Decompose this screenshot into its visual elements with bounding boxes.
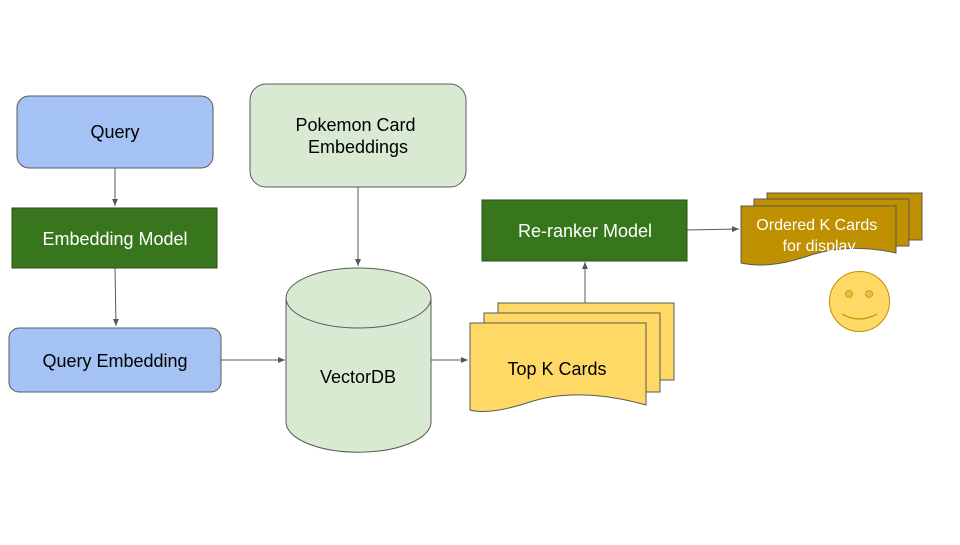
vectordb-cylinder-body bbox=[285, 298, 432, 453]
query-embedding-label: Query Embedding bbox=[42, 351, 187, 371]
smiley-face-circle bbox=[829, 271, 890, 332]
query-embedding-node: Query Embedding bbox=[8, 327, 222, 393]
vectordb-cylinder-top bbox=[285, 267, 432, 329]
ordered-cards-label: Ordered K Cards for display bbox=[756, 217, 881, 255]
card-embeddings-line2: Embeddings bbox=[308, 137, 408, 157]
vectordb-node: VectorDB bbox=[285, 267, 432, 453]
smiley-right-eye bbox=[865, 290, 873, 298]
top-k-cards-front-sheet bbox=[469, 322, 647, 413]
top-k-cards-node: Top K Cards bbox=[469, 302, 675, 413]
card-embeddings-label: Pokemon Card Embeddings bbox=[295, 115, 420, 157]
query-label: Query bbox=[90, 122, 139, 142]
query-node: Query bbox=[16, 95, 214, 169]
smiley-left-eye bbox=[845, 290, 853, 298]
card-embeddings-line1: Pokemon Card bbox=[295, 115, 415, 135]
card-embeddings-box bbox=[249, 83, 467, 188]
reranker-model-label: Re-ranker Model bbox=[518, 221, 652, 241]
connectors bbox=[112, 168, 740, 363]
embedding-model-label: Embedding Model bbox=[42, 229, 187, 249]
ordered-cards-node: Ordered K Cards for display bbox=[740, 192, 923, 266]
top-k-cards-label: Top K Cards bbox=[507, 359, 606, 379]
ordered-cards-line2: for display bbox=[783, 238, 856, 255]
arrow-reranker-to-ordered-cards bbox=[686, 226, 740, 233]
smiley-mouth bbox=[841, 313, 878, 320]
ordered-cards-front-sheet bbox=[740, 205, 897, 266]
card-embeddings-node: Pokemon Card Embeddings bbox=[249, 83, 467, 188]
reranker-model-node: Re-ranker Model bbox=[481, 199, 688, 262]
query-embedding-box bbox=[8, 327, 222, 393]
ordered-cards-line1: Ordered K Cards bbox=[756, 217, 877, 234]
reranker-model-box bbox=[481, 199, 688, 262]
arrow-embedding-model-to-query-embedding bbox=[112, 267, 119, 327]
embedding-model-box bbox=[11, 207, 218, 269]
smiley-face-icon bbox=[829, 271, 890, 332]
embedding-model-node: Embedding Model bbox=[11, 207, 218, 269]
query-box bbox=[16, 95, 214, 169]
vectordb-label: VectorDB bbox=[320, 367, 396, 387]
